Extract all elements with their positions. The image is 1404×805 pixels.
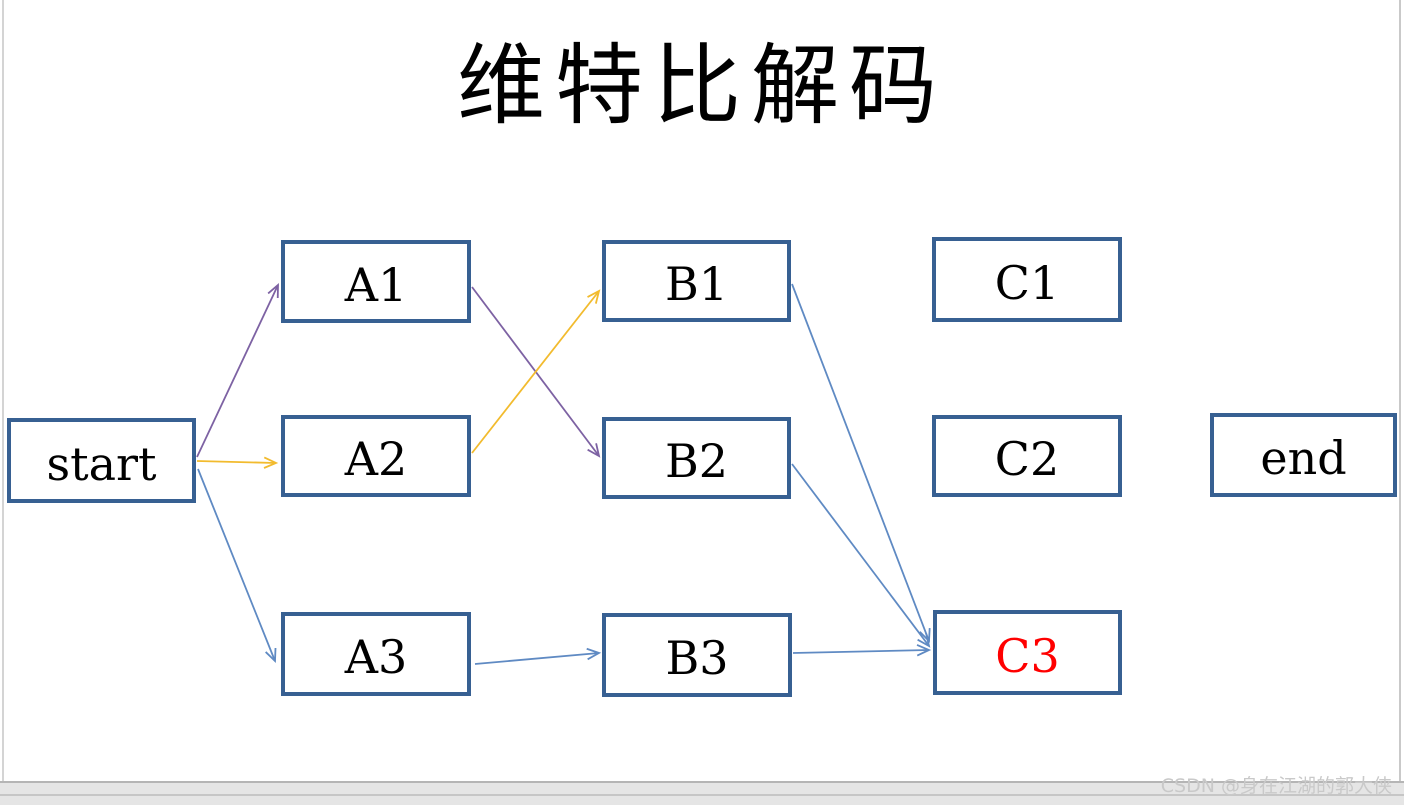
- node-label-B1: B1: [664, 257, 729, 311]
- edge-start-to-A2: [196, 456, 279, 469]
- node-A1: A1: [281, 240, 471, 323]
- arrowhead-start-to-A3: [265, 647, 277, 664]
- arrowhead-A1-to-B2: [587, 443, 601, 458]
- arrowhead-A2-to-B1: [587, 289, 601, 304]
- arrowhead-B2-to-C3: [917, 633, 931, 648]
- edge-B1-to-C3: [791, 283, 931, 644]
- arrowhead-start-to-A2: [263, 456, 279, 469]
- node-label-start: start: [46, 436, 157, 491]
- node-label-C1: C1: [994, 255, 1060, 310]
- node-A2: A2: [281, 415, 471, 497]
- node-start: start: [7, 418, 196, 503]
- node-C2: C2: [932, 415, 1122, 497]
- page-right-border: [1399, 0, 1401, 781]
- node-label-C2: C2: [994, 432, 1060, 486]
- arrowhead-A3-to-B3: [586, 647, 602, 661]
- edge-A3-to-B3: [474, 647, 602, 665]
- edge-B2-to-C3: [791, 463, 931, 648]
- arrowhead-B1-to-C3: [919, 627, 931, 644]
- node-end: end: [1210, 413, 1397, 497]
- node-label-B2: B2: [664, 434, 729, 488]
- edge-A2-to-B1: [471, 289, 601, 454]
- node-B2: B2: [602, 417, 791, 499]
- node-label-A1: A1: [344, 257, 408, 312]
- edge-start-to-A3: [197, 468, 277, 664]
- node-label-B3: B3: [665, 631, 729, 685]
- node-A3: A3: [281, 612, 471, 696]
- page-left-border: [2, 0, 4, 781]
- margin-divider-line: [0, 794, 1404, 796]
- node-label-A2: A2: [344, 432, 408, 486]
- edge-B3-to-C3: [792, 644, 932, 657]
- node-C3: C3: [933, 610, 1122, 695]
- csdn-watermark: CSDN @身在江湖的郭大侠: [1160, 775, 1392, 797]
- edge-start-to-A1: [196, 283, 279, 458]
- node-C1: C1: [932, 237, 1122, 322]
- arrowhead-B3-to-C3: [916, 644, 932, 657]
- diagram-title: 维特比解码: [456, 34, 947, 137]
- page-bottom-border: [0, 781, 1404, 783]
- node-label-C3: C3: [995, 628, 1060, 683]
- node-B1: B1: [602, 240, 791, 322]
- node-B3: B3: [602, 613, 792, 697]
- node-label-end: end: [1260, 431, 1347, 485]
- node-label-A3: A3: [344, 630, 408, 684]
- arrowhead-start-to-A1: [267, 283, 279, 299]
- edge-A1-to-B2: [471, 286, 601, 458]
